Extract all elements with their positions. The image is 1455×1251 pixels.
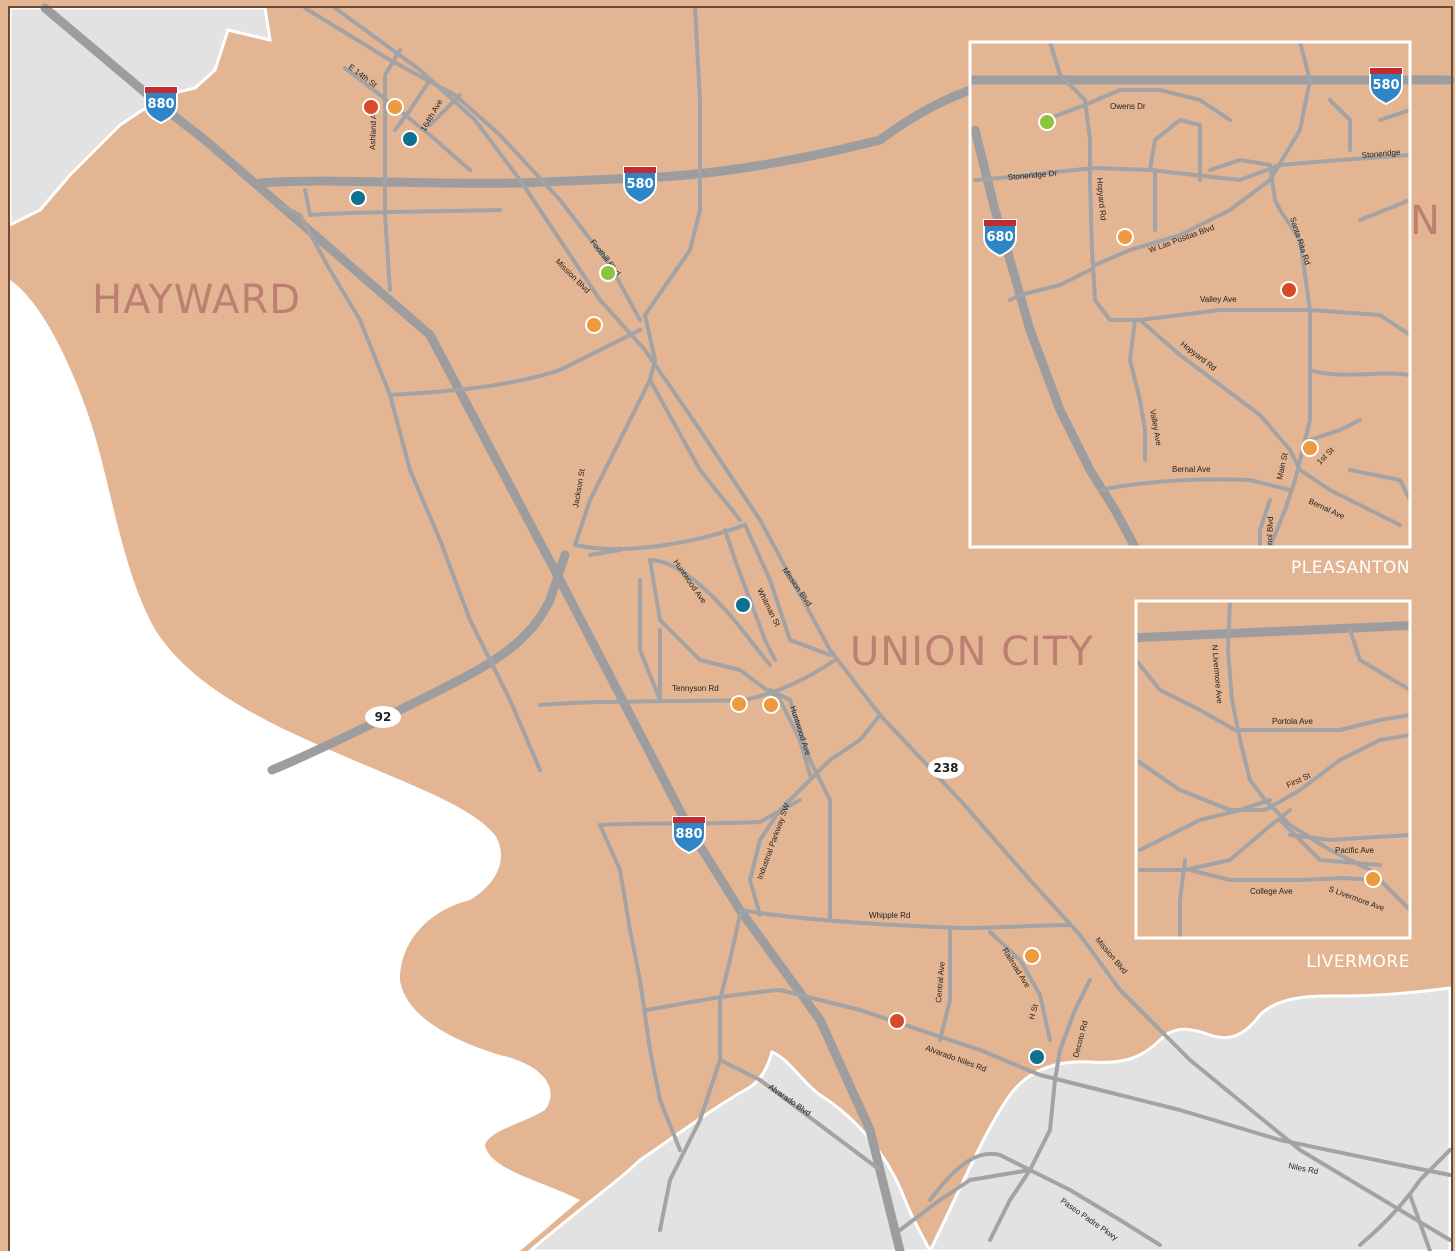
street-label: Pacific Ave <box>1335 846 1375 855</box>
location-marker[interactable] <box>1028 1048 1046 1066</box>
svg-text:880: 880 <box>147 97 174 112</box>
location-marker[interactable] <box>585 316 603 334</box>
neighbor-area-south <box>527 1049 932 1251</box>
street-label: nol Blvd <box>1265 516 1275 545</box>
location-marker[interactable] <box>386 98 404 116</box>
street-label: Stoneridge <box>1361 148 1401 160</box>
svg-text:680: 680 <box>986 230 1013 245</box>
inset-label-pleasanton: PLEASANTON <box>1291 558 1410 578</box>
location-marker[interactable] <box>734 596 752 614</box>
route-marker-238: 238 <box>928 757 964 779</box>
highway-92 <box>267 550 570 775</box>
city-label-partial: N <box>1410 198 1441 244</box>
location-marker[interactable] <box>362 98 380 116</box>
bay-water <box>10 280 580 1251</box>
location-marker[interactable] <box>401 130 419 148</box>
highway-580 <box>255 73 1455 188</box>
neighbor-area-north <box>8 6 272 228</box>
inset-livermore <box>1134 599 1412 940</box>
svg-text:880: 880 <box>675 827 702 842</box>
svg-text:238: 238 <box>933 761 958 775</box>
city-label-union-city: UNION CITY <box>850 629 1094 675</box>
street-label: Owens Dr <box>1110 102 1146 111</box>
location-marker[interactable] <box>1280 281 1298 299</box>
location-markers <box>349 98 1382 1066</box>
svg-text:580: 580 <box>1372 78 1399 93</box>
interstate-shield-880-south: 880 <box>672 816 706 855</box>
street-label: College Ave <box>1250 887 1293 896</box>
street-label: Tennyson Rd <box>672 684 719 693</box>
interstate-shield-580-inset: 580 <box>1369 67 1403 106</box>
interstate-shield-680: 680 <box>983 219 1017 258</box>
location-marker[interactable] <box>730 695 748 713</box>
location-marker[interactable] <box>1023 947 1041 965</box>
location-marker[interactable] <box>349 189 367 207</box>
route-marker-92: 92 <box>365 706 401 728</box>
location-marker[interactable] <box>1116 228 1134 246</box>
location-marker[interactable] <box>1301 439 1319 457</box>
location-marker[interactable] <box>1038 113 1056 131</box>
location-marker[interactable] <box>599 264 617 282</box>
street-label: H St <box>1027 1002 1040 1020</box>
interstate-shield-580: 580 <box>623 166 657 205</box>
svg-text:580: 580 <box>626 177 653 192</box>
location-marker[interactable] <box>1364 870 1382 888</box>
street-label: Hopyard Rd <box>1095 177 1108 220</box>
interstate-shield-880-north: 880 <box>144 86 178 125</box>
street-label: Central Ave <box>934 961 947 1003</box>
street-label: Whipple Rd <box>869 911 910 920</box>
street-label: Ashland Ave <box>368 105 379 150</box>
street-label: Bernal Ave <box>1172 465 1211 474</box>
street-label: Portola Ave <box>1272 717 1313 726</box>
map-border <box>8 6 1453 1251</box>
street-label: Stoneridge Dr <box>1007 169 1057 182</box>
street-label: Valley Ave <box>1200 295 1237 304</box>
city-label-hayward: HAYWARD <box>92 277 301 323</box>
inset-label-livermore: LIVERMORE <box>1306 952 1410 972</box>
svg-text:92: 92 <box>375 710 392 724</box>
location-marker[interactable] <box>888 1012 906 1030</box>
location-marker[interactable] <box>762 696 780 714</box>
